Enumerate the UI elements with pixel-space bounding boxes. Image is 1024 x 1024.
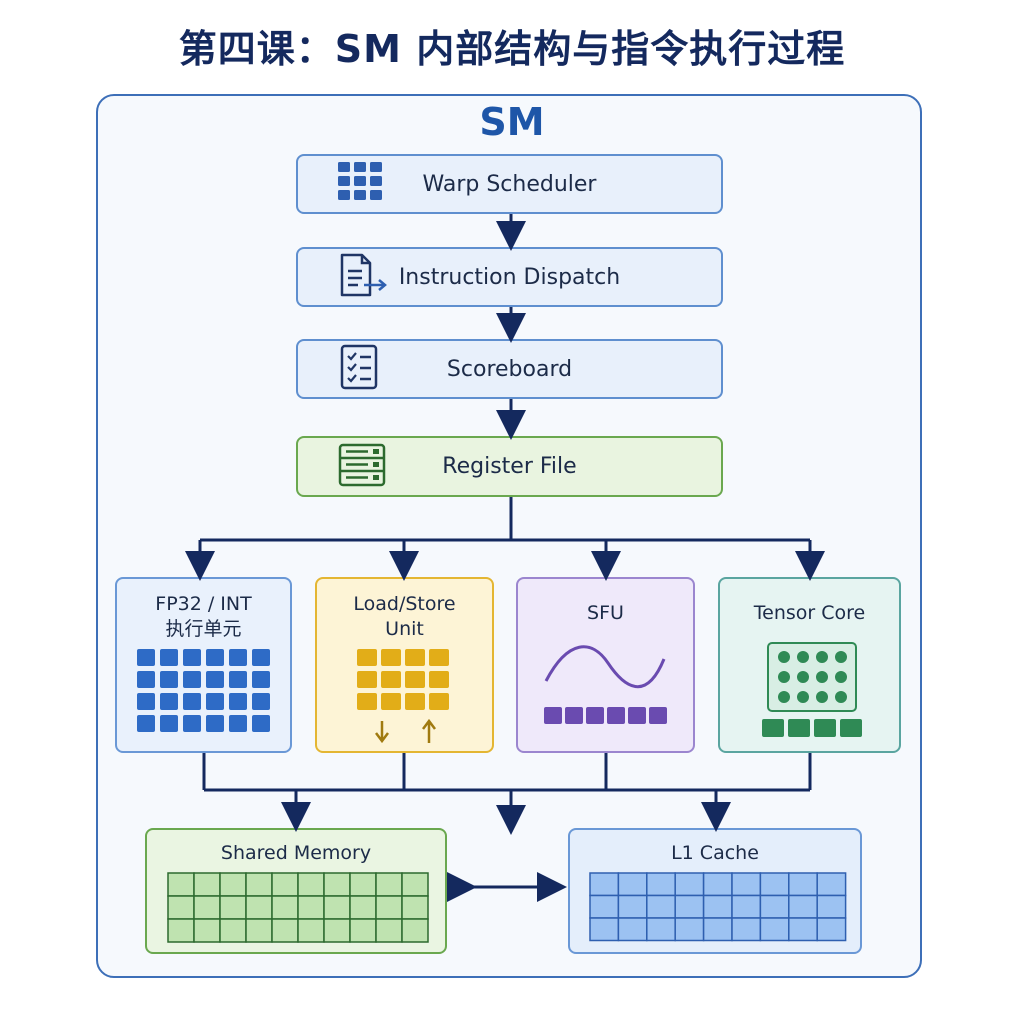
sfu-cell <box>544 707 562 724</box>
fp32-core-cell <box>137 649 155 666</box>
fp32-core-cell <box>183 649 201 666</box>
fp32-core-cell <box>183 715 201 732</box>
tensor-dot <box>816 651 828 663</box>
load-arrow-icon <box>375 721 389 744</box>
fp32-core-cell <box>229 693 247 710</box>
tensor-dot <box>778 671 790 683</box>
fp32-core-cell <box>137 693 155 710</box>
fp32-core-cell <box>252 715 270 732</box>
checklist-icon <box>338 344 382 394</box>
sfu-cell <box>628 707 646 724</box>
fp32-core-cell <box>183 693 201 710</box>
tensor-dot <box>835 651 847 663</box>
tensor-matrix-frame <box>767 642 857 712</box>
sfu-unit: SFU <box>516 577 695 753</box>
tensor-matrix-icon <box>762 642 862 737</box>
ldst-cell <box>381 649 401 666</box>
ldst-cell <box>357 693 377 710</box>
fp32-core-cell <box>183 671 201 688</box>
fp32-core-cell <box>229 671 247 688</box>
shared-memory-cell <box>401 918 429 943</box>
shared-memory-label: Shared Memory <box>220 842 372 864</box>
load-store-sublabel: Unit <box>385 618 424 640</box>
fp32-core-cell <box>206 671 224 688</box>
page-title: 第四课：SM 内部结构与指令执行过程 <box>178 27 846 71</box>
ldst-cell <box>405 671 425 688</box>
ldst-cell <box>405 693 425 710</box>
tensor-dot <box>816 691 828 703</box>
ldst-cell <box>381 693 401 710</box>
tensor-core-label: Tensor Core <box>753 602 866 624</box>
fp32-core-cell <box>229 715 247 732</box>
tensor-core-unit: Tensor Core <box>718 577 901 753</box>
tensor-cell <box>840 719 862 737</box>
l1-cache-label: L1 Cache <box>671 842 759 864</box>
l1-cache-box: L1 Cache <box>568 828 862 954</box>
fp32-core-cell <box>160 649 178 666</box>
ldst-cell <box>429 649 449 666</box>
ldst-cell <box>429 671 449 688</box>
server-rack-icon <box>338 443 386 491</box>
tensor-dot <box>835 671 847 683</box>
fp32-core-cell <box>252 671 270 688</box>
instruction-dispatch-label: Instruction Dispatch <box>398 264 621 290</box>
core-grid-icon <box>137 649 270 732</box>
scoreboard-label: Scoreboard <box>446 356 573 382</box>
register-file-label: Register File <box>442 454 577 479</box>
ldst-cell <box>381 671 401 688</box>
cache-grid-icon <box>589 872 847 942</box>
warp-scheduler-label: Warp Scheduler <box>422 171 597 197</box>
tensor-dot <box>778 651 790 663</box>
tensor-dot <box>797 651 809 663</box>
tensor-dot <box>797 671 809 683</box>
ldst-cell <box>429 693 449 710</box>
fp32-core-cell <box>252 649 270 666</box>
ldst-cell <box>405 649 425 666</box>
store-arrow-icon <box>422 718 436 743</box>
fp32-core-cell <box>160 671 178 688</box>
fp32-core-cell <box>252 693 270 710</box>
load-store-label: Load/Store <box>353 593 456 615</box>
sfu-cell <box>607 707 625 724</box>
tensor-dot <box>797 691 809 703</box>
tensor-dot <box>778 691 790 703</box>
fp32-int-unit: FP32 / INT 执行单元 <box>115 577 292 753</box>
sine-wave-icon <box>544 645 667 724</box>
fp32-core-cell <box>160 693 178 710</box>
tensor-cell <box>814 719 836 737</box>
sfu-cell <box>586 707 604 724</box>
load-store-grid-icon <box>357 649 449 744</box>
tensor-dot <box>835 691 847 703</box>
tensor-cell <box>788 719 810 737</box>
tensor-cell <box>762 719 784 737</box>
fp32-core-cell <box>229 649 247 666</box>
fp32-core-cell <box>137 671 155 688</box>
tensor-dot <box>816 671 828 683</box>
fp32-core-cell <box>160 715 178 732</box>
sfu-label: SFU <box>587 602 624 624</box>
sm-label: SM <box>479 100 545 144</box>
document-arrow-icon <box>338 253 388 301</box>
ldst-cell <box>357 671 377 688</box>
fp32-int-sublabel: 执行单元 <box>165 618 242 640</box>
l1-cache-cell <box>816 917 847 942</box>
shared-memory-box: Shared Memory <box>145 828 447 954</box>
ldst-cell <box>357 649 377 666</box>
scoreboard-box: Scoreboard <box>296 339 723 399</box>
fp32-core-cell <box>206 649 224 666</box>
sfu-cell <box>565 707 583 724</box>
warp-scheduler-box: Warp Scheduler <box>296 154 723 214</box>
sine-curve <box>544 645 666 689</box>
instruction-dispatch-box: Instruction Dispatch <box>296 247 723 307</box>
grid-icon <box>338 162 384 206</box>
sfu-cell <box>649 707 667 724</box>
fp32-int-label: FP32 / INT <box>155 593 252 615</box>
fp32-core-cell <box>206 693 224 710</box>
fp32-core-cell <box>206 715 224 732</box>
load-store-unit: Load/Store Unit <box>315 577 494 753</box>
fp32-core-cell <box>137 715 155 732</box>
memory-grid-icon <box>167 872 429 943</box>
